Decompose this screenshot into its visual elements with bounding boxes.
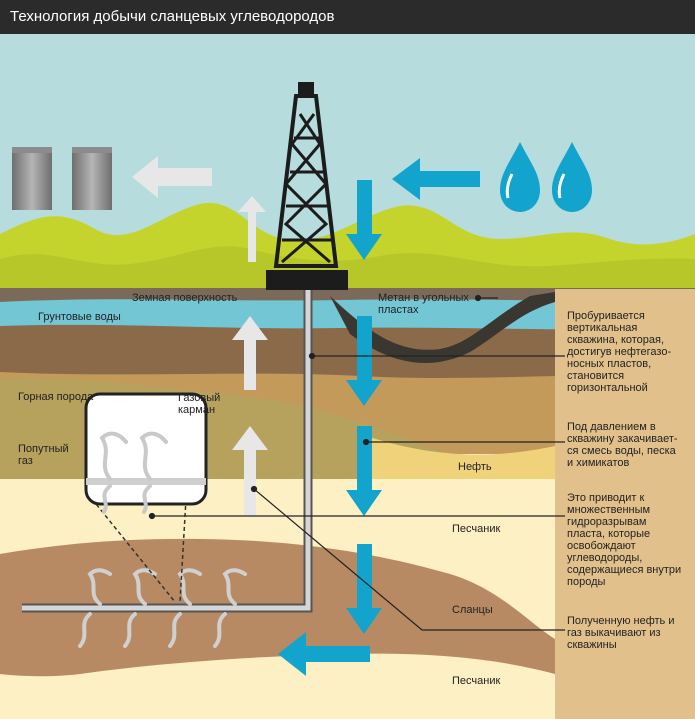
fracture-crack-icon (78, 568, 247, 648)
label-sandstone-lower: Песчаник (452, 675, 501, 687)
note-extraction: Полученную нефть и газ выкачивают из скв… (567, 615, 675, 651)
label-oil: Нефть (458, 461, 492, 473)
note-injection: Под давлением в скважину закачивает- ся … (567, 421, 678, 469)
soil-layer (0, 324, 695, 379)
diagram-canvas (0, 34, 695, 719)
blue-arrows (278, 158, 480, 676)
water-drop-icon (500, 142, 592, 212)
fracture-inset (84, 392, 208, 603)
label-assoc-gas: Попутный газ (18, 443, 69, 467)
label-sandstone-upper: Песчаник (452, 523, 501, 535)
note-fracturing: Это приводит к множественным гидроразрыв… (567, 492, 682, 588)
white-arrows (132, 156, 268, 516)
page-title: Технология добычи сланцевых углеводородо… (10, 8, 335, 25)
well-pipe-inner (22, 290, 311, 611)
title-bar: Технология добычи сланцевых углеводородо… (0, 0, 695, 34)
oil-layer (360, 434, 555, 482)
methane-coal-seam (330, 292, 555, 364)
label-rock: Горная порода (18, 391, 94, 403)
label-gas-pocket: Газовый карман (178, 392, 221, 416)
label-surface: Земная поверхность (132, 292, 238, 304)
notes-panel (555, 289, 695, 719)
leader-lines (148, 294, 565, 631)
note-drilling: Пробуривается вертикальная скважина, кот… (567, 310, 672, 394)
storage-tank-icon (12, 147, 112, 210)
label-groundwater: Грунтовые воды (38, 311, 121, 323)
label-methane: Метан в угольных пластах (378, 292, 469, 316)
oil-rig-icon (266, 82, 348, 290)
label-shale: Сланцы (452, 604, 493, 616)
